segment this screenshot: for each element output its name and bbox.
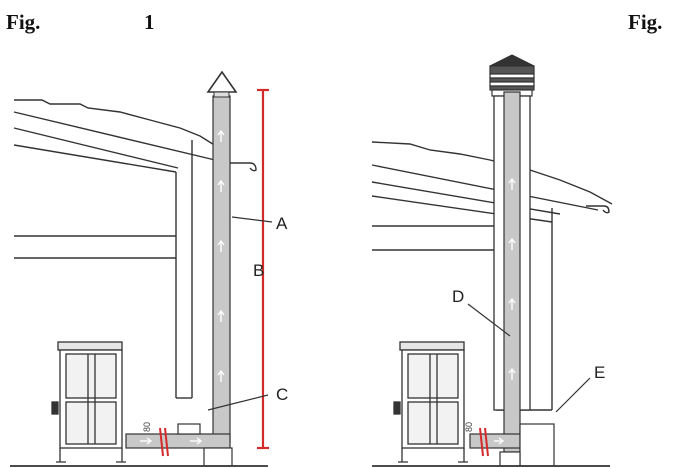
left-flue-pipe bbox=[206, 70, 238, 443]
label-d: D bbox=[452, 287, 464, 306]
figure-number: 1 bbox=[144, 10, 155, 34]
label-a: A bbox=[276, 214, 288, 233]
leader-e bbox=[555, 377, 591, 413]
right-pipe-dimension: 80 bbox=[464, 422, 474, 432]
leader-c bbox=[207, 394, 269, 411]
left-height-dimension bbox=[257, 88, 269, 450]
leader-a bbox=[231, 216, 273, 223]
figure-label-left: Fig. bbox=[6, 10, 41, 34]
left-horizontal-pipe bbox=[125, 423, 233, 467]
label-e: E bbox=[594, 363, 605, 382]
label-b: B bbox=[253, 261, 264, 280]
right-pipe-dimension-mark bbox=[479, 427, 489, 457]
label-c: C bbox=[276, 385, 288, 404]
leader-d bbox=[467, 303, 511, 337]
right-stove bbox=[393, 341, 468, 463]
left-stove bbox=[51, 341, 126, 463]
right-installation: 80 D E bbox=[371, 54, 613, 467]
right-horizontal-pipe bbox=[469, 423, 555, 467]
right-flue-pipe bbox=[503, 91, 521, 453]
left-roof bbox=[13, 99, 257, 399]
left-pipe-dimension: 80 bbox=[142, 422, 152, 432]
figure-label-right: Fig. bbox=[628, 10, 663, 34]
left-installation: 80 A B C bbox=[10, 70, 288, 467]
right-chimney-cap bbox=[489, 54, 535, 97]
left-pipe-dimension-mark bbox=[159, 427, 169, 457]
